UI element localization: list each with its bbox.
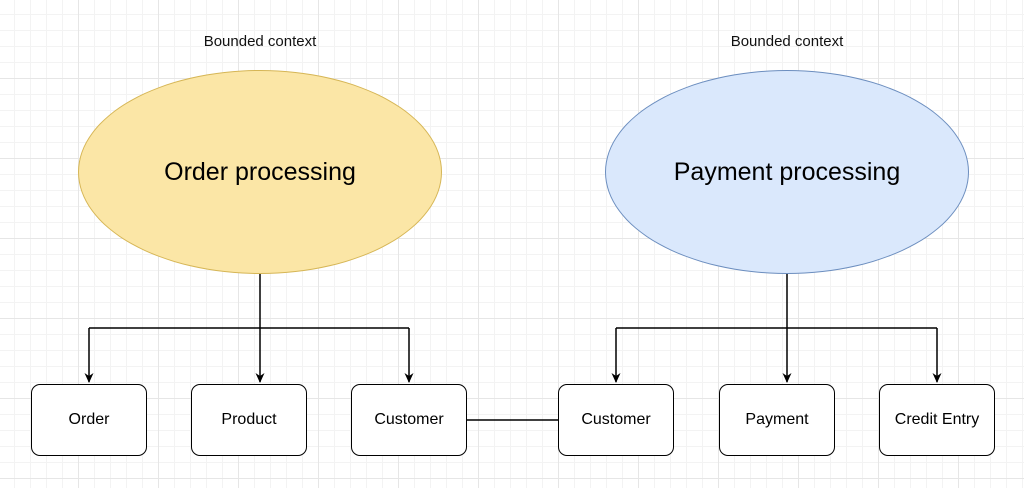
entity-credit-entry[interactable]: Credit Entry <box>879 384 995 456</box>
entity-credit-entry-label: Credit Entry <box>894 411 980 428</box>
entity-customer-order-label: Customer <box>374 411 444 428</box>
entity-order[interactable]: Order <box>31 384 147 456</box>
entity-product[interactable]: Product <box>191 384 307 456</box>
order-processing-title: Order processing <box>164 157 356 186</box>
entity-order-label: Order <box>68 411 110 428</box>
bounded-context-label-payment: Bounded context <box>730 33 844 50</box>
entity-customer-payment[interactable]: Customer <box>558 384 674 456</box>
entity-payment[interactable]: Payment <box>719 384 835 456</box>
order-processing-context[interactable]: Order processing <box>78 70 442 274</box>
entity-product-label: Product <box>221 411 277 428</box>
payment-processing-context[interactable]: Payment processing <box>605 70 969 274</box>
entity-customer-order[interactable]: Customer <box>351 384 467 456</box>
entity-payment-label: Payment <box>745 411 809 428</box>
payment-processing-title: Payment processing <box>673 157 901 186</box>
entity-customer-payment-label: Customer <box>581 411 651 428</box>
bounded-context-label-order: Bounded context <box>203 33 317 50</box>
